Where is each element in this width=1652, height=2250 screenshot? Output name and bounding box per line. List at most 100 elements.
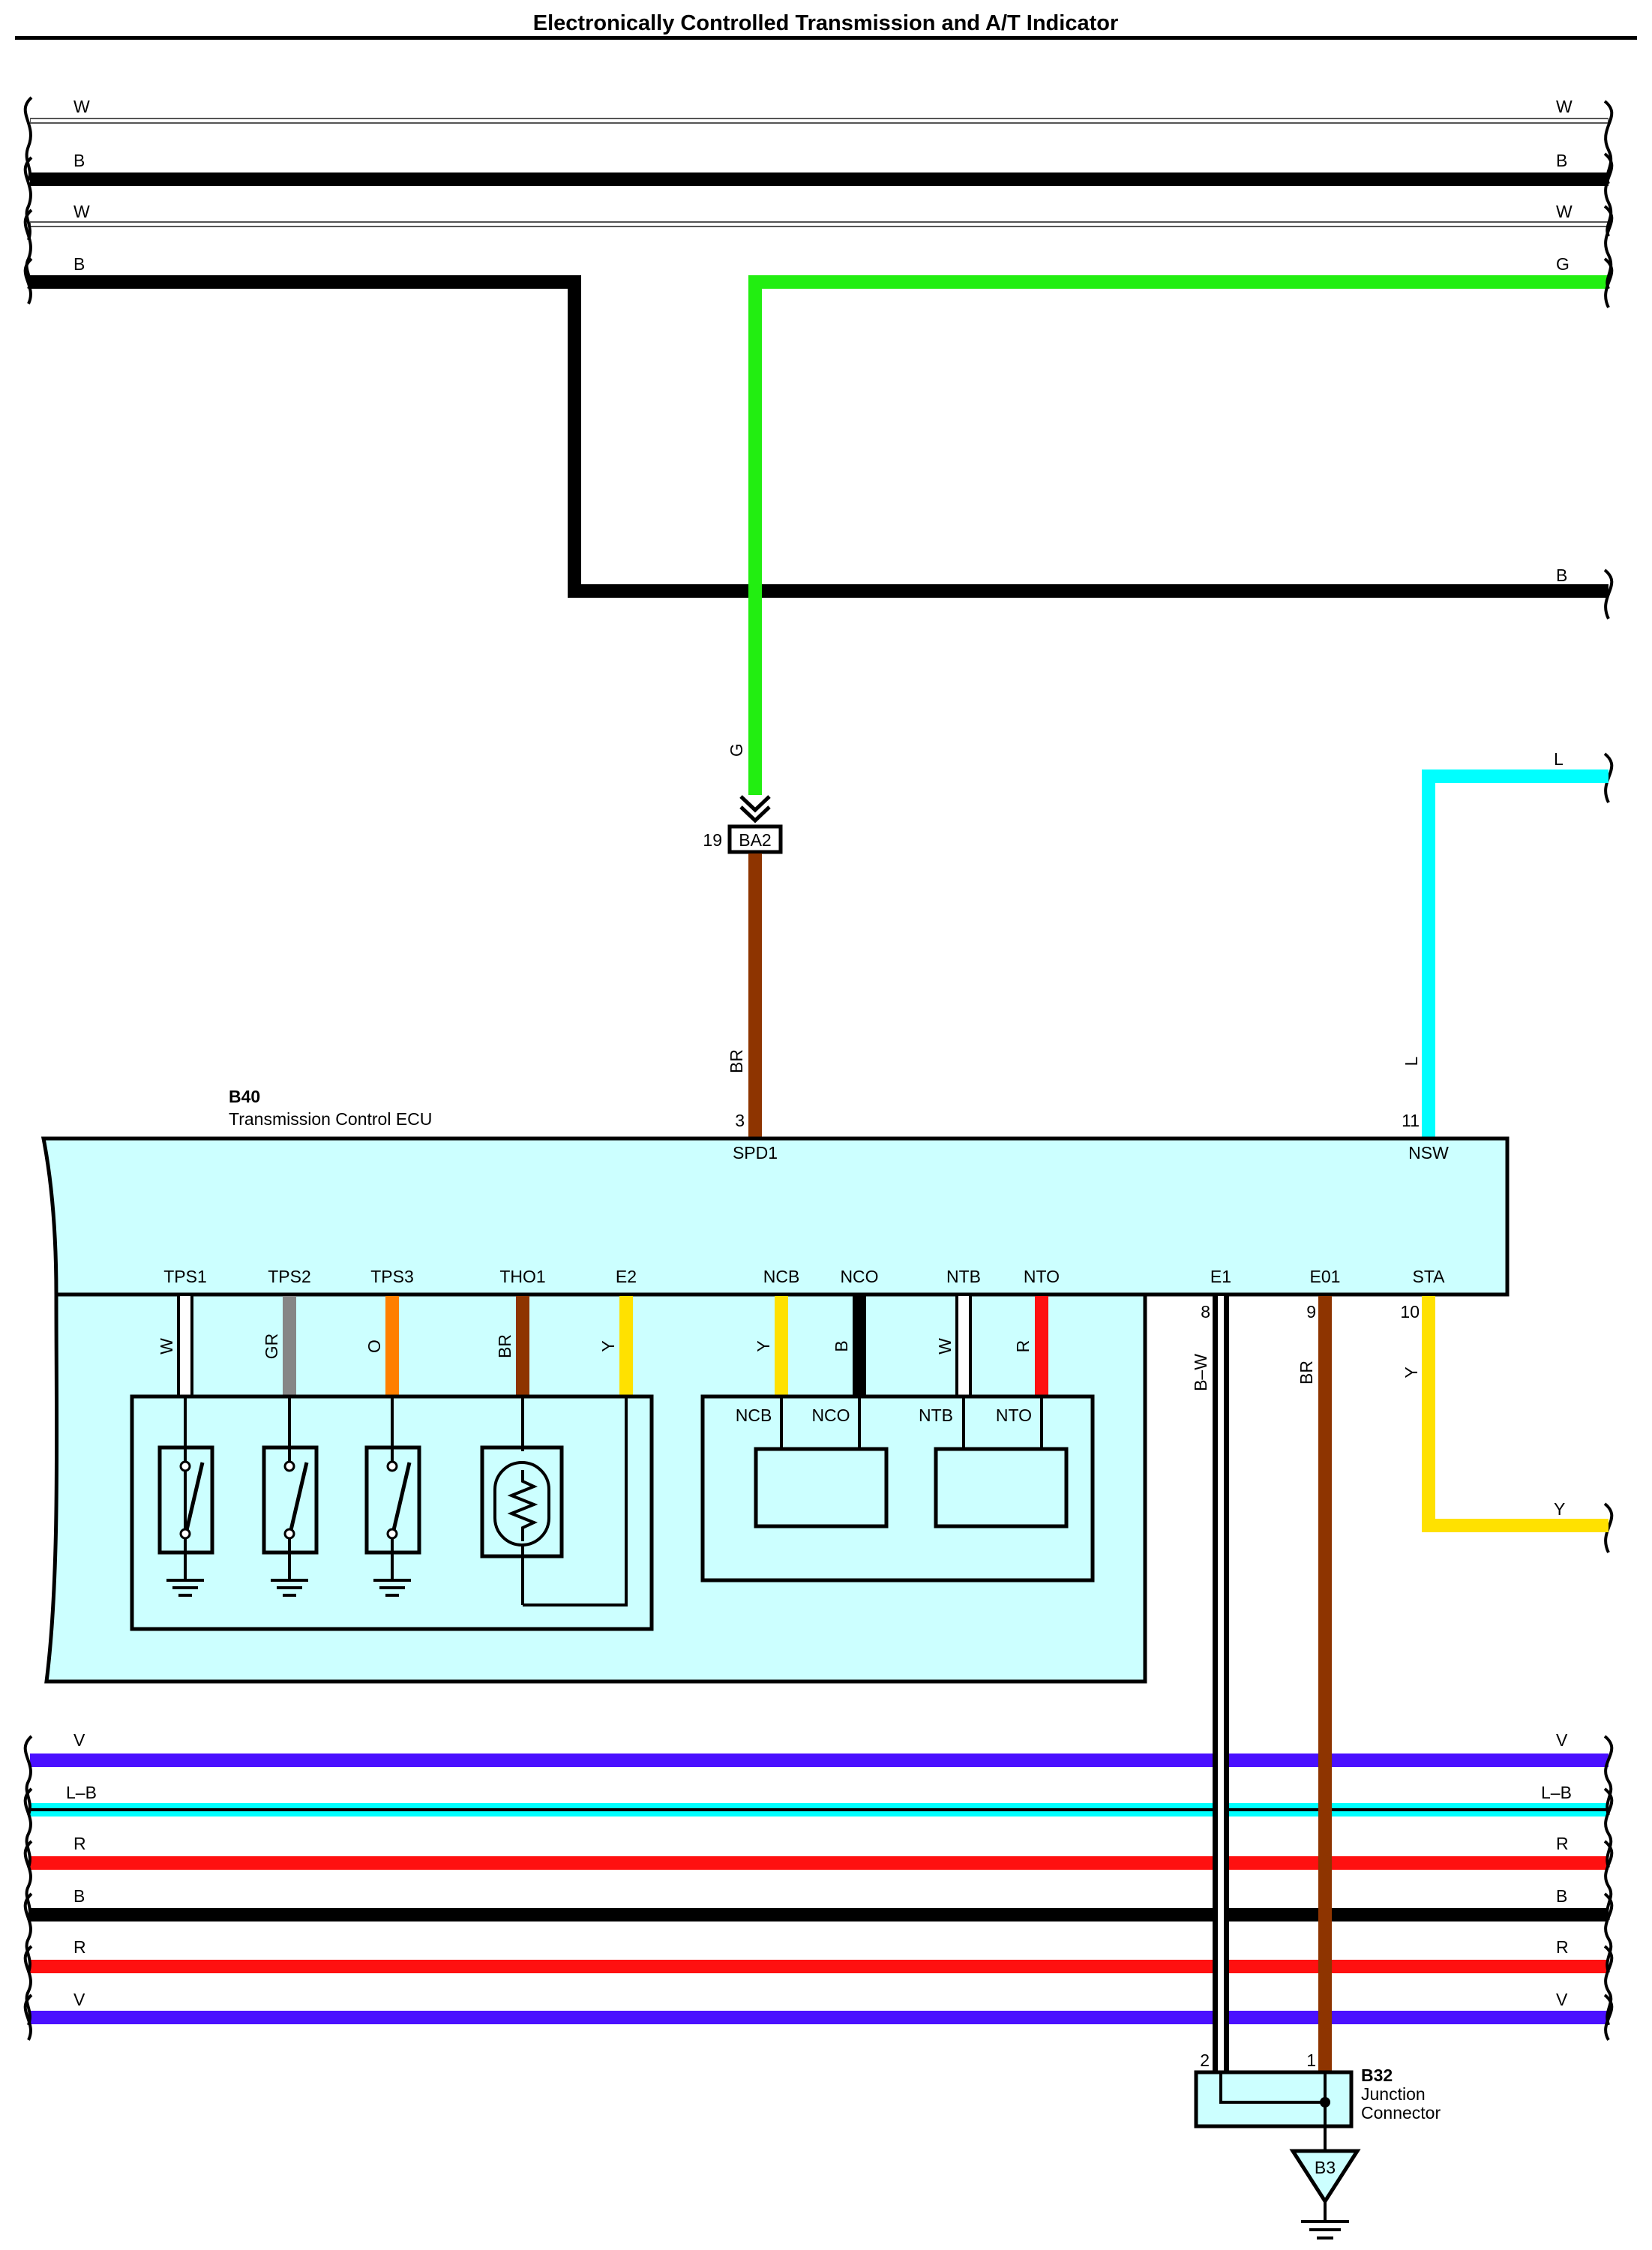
g-wire-label: G [727,743,746,757]
bottom-wire-label-right-3: R [1556,1834,1569,1853]
top-wire-label-right-1: W [1556,97,1573,116]
top-wire-label-left-4: B [73,254,85,274]
title-underline [15,36,1637,40]
tps2-switch-icon [262,1396,319,1597]
tps3-switch-icon [364,1396,421,1597]
sta-wire-right-label: Y [1554,1499,1565,1519]
bottom-wire-r-1 [30,1856,1609,1870]
e01-wire-label: BR [1297,1360,1316,1384]
top-wire-label-left-2: B [73,151,85,170]
bottom-wire-label-left-3: R [73,1834,86,1853]
tho1-wire [516,1296,529,1396]
sensor-label-nco: NCO [811,1406,850,1425]
tps1-wire [177,1296,193,1396]
junction-pin-2: 2 [1200,2050,1210,2070]
tps3-wire-label: O [364,1340,384,1353]
connector-ba2 [727,824,783,854]
sensor-label-ncb: NCB [736,1406,772,1425]
ecu-pin-sta: 10 [1400,1302,1420,1322]
bottom-wire-label-left-2: L–B [66,1783,97,1802]
bottom-wire-label-left-1: V [73,1730,85,1750]
junction-name-1: Junction [1361,2084,1426,2104]
ecu-pin-e01: 9 [1306,1302,1316,1322]
junction-name-2: Connector [1361,2103,1441,2122]
ecu-terminal-nco: NCO [840,1267,878,1286]
top-wire-b-1 [30,172,1609,186]
tho1-wire-label: BR [495,1334,514,1358]
nc-sensor-coil [754,1396,889,1528]
sta-y-wire [1422,1296,1609,1532]
top-wire-label-right-3: W [1556,202,1573,221]
tps1-switch-icon [157,1396,214,1597]
left-continuation-brackets-top [23,96,33,304]
nco-wire [853,1296,866,1396]
tps2-wire [283,1296,296,1396]
ntb-wire-label: W [935,1338,955,1354]
top-wire-label-right-4: G [1556,254,1570,274]
top-wire-w-2 [30,221,1609,227]
ecu-code: B40 [229,1087,260,1106]
nco-wire-label: B [832,1340,851,1352]
l-wire-nsw [1422,770,1609,1138]
ecu-terminal-e1: E1 [1210,1267,1231,1286]
speed-sensor-box [700,1394,1095,1582]
g-wire [748,275,1609,795]
ecu-terminal-sta: STA [1412,1267,1445,1286]
br-wire-label: BR [727,1049,746,1073]
bottom-wire-b [30,1908,1609,1922]
right-continuation-brackets-top [1603,100,1614,1553]
e01-br-wire [1318,1296,1332,2072]
junction-code: B32 [1361,2066,1393,2085]
l-wire-vertical-label: L [1402,1056,1421,1066]
bottom-wire-lb [30,1803,1609,1816]
bottom-wire-label-left-5: R [73,1937,86,1957]
ecu-terminal-tps2: TPS2 [268,1267,311,1286]
top-wire-b-2 [30,275,1609,598]
ground-point-icon [1289,2149,1361,2240]
wire-crossing [748,584,762,598]
l-wire-right-label: L [1554,749,1564,769]
sensor-label-ntb: NTB [919,1406,953,1425]
ecu-pin-nsw: 11 [1402,1111,1420,1130]
ncb-wire [775,1296,788,1396]
left-continuation-brackets-bottom [23,1735,33,2041]
sta-wire-label: Y [1402,1366,1421,1378]
ecu-pin-e1: 8 [1201,1302,1210,1322]
bottom-wire-r-2 [30,1960,1609,1973]
connector-chevron [739,795,771,824]
ecu-pin-spd1: 3 [735,1111,745,1130]
b-wire-right-label: B [1556,566,1567,585]
thermistor-icon [480,1396,628,1606]
junction-internal-wire [1219,2072,1327,2104]
connector-ba2-name: BA2 [739,830,771,850]
top-wire-label-left-3: W [73,202,90,221]
nt-sensor-coil [934,1396,1069,1528]
ecu-terminal-nsw: NSW [1408,1143,1449,1162]
bottom-wire-label-right-5: R [1556,1937,1569,1957]
tps1-wire-label: W [157,1338,176,1354]
bottom-wire-label-right-6: V [1556,1990,1568,2009]
e2-wire [619,1296,633,1396]
junction-pin-1: 1 [1306,2050,1316,2070]
connector-ba2-pin: 19 [703,830,722,850]
ecu-terminal-ncb: NCB [763,1267,800,1286]
ntb-wire [955,1296,972,1396]
ecu-terminal-e2: E2 [616,1267,637,1286]
ecu-terminal-nto: NTO [1024,1267,1060,1286]
bottom-wire-label-right-1: V [1556,1730,1568,1750]
sensor-label-nto: NTO [996,1406,1032,1425]
bottom-wire-label-right-4: B [1556,1886,1567,1906]
top-wire-label-left-1: W [73,97,90,116]
ground-point-label: B3 [1315,2158,1336,2177]
top-wire-w-1 [30,118,1609,124]
bottom-wire-v-2 [30,2011,1609,2024]
ecu-terminal-tps1: TPS1 [163,1267,207,1286]
ecu-terminal-e01: E01 [1310,1267,1341,1286]
right-continuation-brackets-bottom [1603,1735,1614,2042]
br-wire-spd1 [748,854,762,1138]
ecu-terminal-ntb: NTB [946,1267,981,1286]
top-wire-label-right-2: B [1556,151,1567,170]
ecu-name: Transmission Control ECU [229,1109,432,1129]
e1-bw-wire [1213,1296,1229,2072]
